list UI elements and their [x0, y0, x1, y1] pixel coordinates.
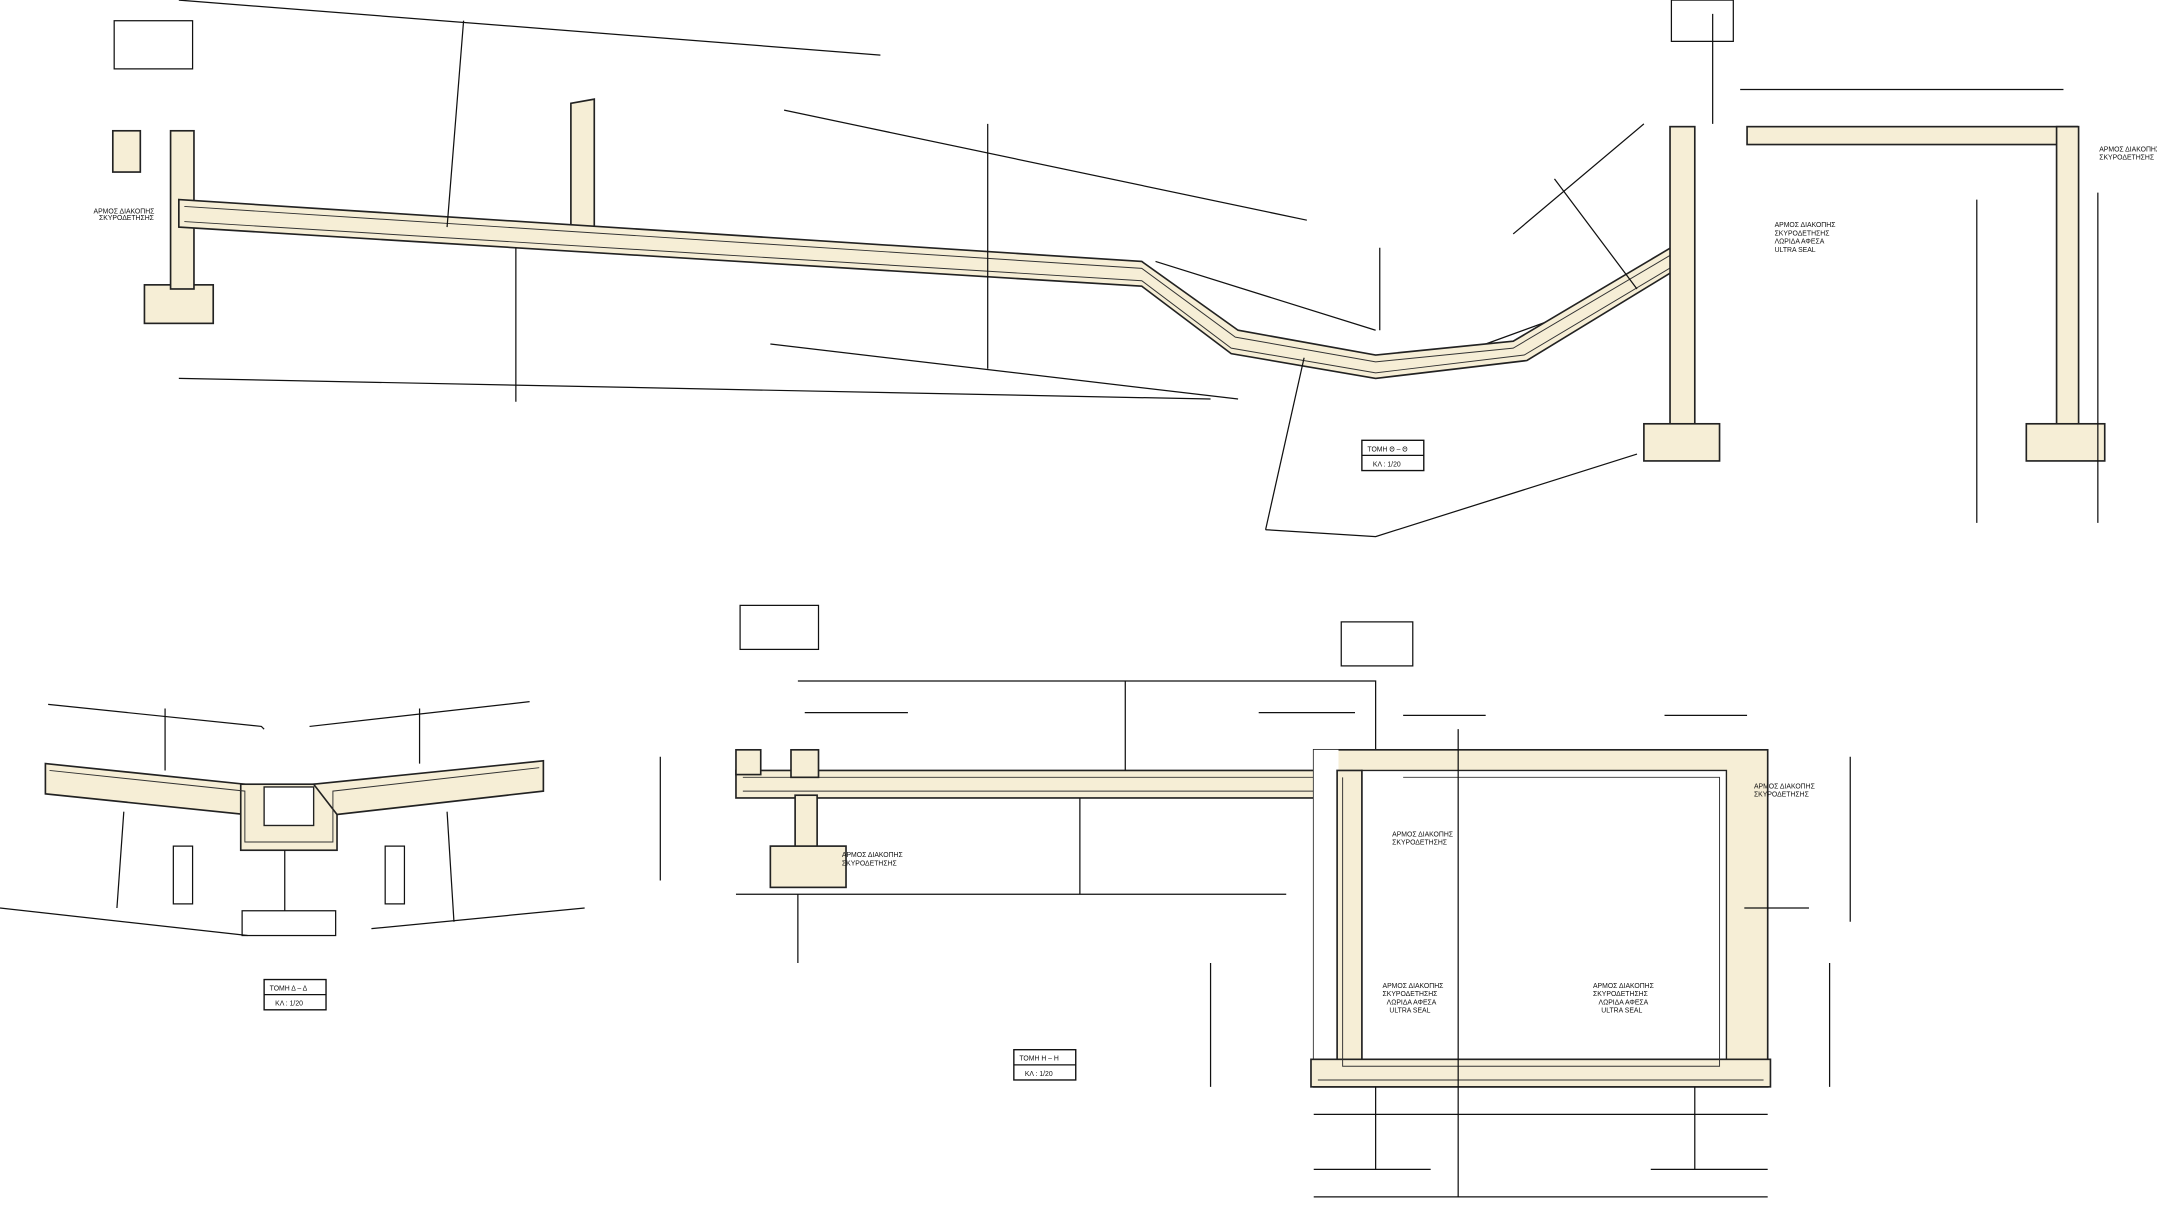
- footing-far-right: [2025, 422, 2106, 462]
- section-scale: ΚΛ : 1/20: [1373, 461, 1401, 468]
- channel-void: [263, 786, 315, 827]
- joint-note: ΣΚΥΡΟΔΕΤΗΣΗΣ: [2099, 155, 2154, 162]
- boundary-line: [178, 0, 1645, 538]
- section-scale: ΚΛ : 1/20: [1025, 1071, 1053, 1078]
- section-eta: ΑΡΜΟΣ ΔΙΑΚΟΠΗΣ ΣΚΥΡΟΔΕΤΗΣΗΣ ΑΡΜΟΣ ΔΙΑΚΟΠ…: [659, 604, 1851, 1198]
- section-title: ΤΟΜΗ Η – Η: [1019, 1056, 1059, 1063]
- section-delta: ΤΟΜΗ Δ – Δ ΚΛ : 1/20: [0, 701, 585, 1011]
- boundary-line: [659, 680, 1851, 1198]
- footing: [769, 845, 847, 889]
- top-block: [1340, 621, 1414, 667]
- joint-note: ΣΚΥΡΟΔΕΤΗΣΗΣ: [842, 860, 897, 867]
- block: [241, 910, 337, 937]
- rebar: [49, 767, 540, 843]
- joint-note: ΑΡΜΟΣ ΔΙΑΚΟΠΗΣ: [1775, 222, 1836, 229]
- seal-note: ULTRA SEAL: [1389, 1008, 1430, 1015]
- joint-note: ΑΡΜΟΣ ΔΙΑΚΟΠΗΣ: [1593, 983, 1654, 990]
- top-block: [739, 604, 820, 651]
- stem: [794, 794, 818, 852]
- top-block: [1670, 0, 1734, 42]
- dimension-line: [797, 681, 1831, 1197]
- seal-note: ΛΩΡΙΔΑ ΑΦΕΣΑ: [1598, 999, 1648, 1006]
- seal-note: ULTRA SEAL: [1601, 1008, 1642, 1015]
- footing-left: [143, 284, 215, 325]
- section-title: ΤΟΜΗ Θ – Θ: [1367, 446, 1407, 453]
- joint-note: ΣΚΥΡΟΔΕΤΗΣΗΣ: [1754, 792, 1809, 799]
- footing-right: [1643, 422, 1721, 462]
- upstand: [790, 748, 820, 779]
- slab-right: [312, 759, 545, 816]
- box-void: [1361, 769, 1728, 1061]
- seal-note: ΛΩΡΙΔΑ ΑΦΕΣΑ: [1387, 999, 1437, 1006]
- slab-top: [735, 769, 1356, 799]
- joint-note: ΣΚΥΡΟΔΕΤΗΣΗΣ: [1593, 991, 1648, 998]
- joint-note: ΑΡΜΟΣ ΔΙΑΚΟΠΗΣ: [1383, 983, 1444, 990]
- joint-note: ΑΡΜΟΣ ΔΙΑΚΟΠΗΣ: [1392, 831, 1453, 838]
- slab-right: [1746, 125, 2079, 146]
- wall-right: [1669, 125, 1696, 431]
- seal-note: ULTRA SEAL: [1775, 247, 1816, 254]
- seal-note: ΛΩΡΙΔΑ ΑΦΕΣΑ: [1775, 239, 1825, 246]
- rebar: [184, 205, 1672, 363]
- joint-note: ΣΚΥΡΟΔΕΤΗΣΗΣ: [1775, 230, 1830, 237]
- upstand-left: [111, 129, 142, 173]
- section-title: ΤΟΜΗ Δ – Δ: [270, 986, 308, 993]
- joint-note: ΣΚΥΡΟΔΕΤΗΣΗΣ: [99, 215, 154, 222]
- block: [172, 845, 194, 905]
- rebar: [1342, 776, 1721, 1067]
- joint-note: ΣΚΥΡΟΔΕΤΗΣΗΣ: [1383, 991, 1438, 998]
- dimension-line: [116, 708, 455, 922]
- joint-note: ΑΡΜΟΣ ΔΙΑΚΟΠΗΣ: [2099, 146, 2157, 153]
- joint-note: ΣΚΥΡΟΔΕΤΗΣΗΣ: [1392, 840, 1447, 847]
- section-scale: ΚΛ : 1/20: [275, 1001, 303, 1008]
- section-theta: ΑΡΜΟΣ ΔΙΑΚΟΠΗΣ ΣΚΥΡΟΔΕΤΗΣΗΣ ΑΡΜΟΣ ΔΙΑΚΟΠ…: [94, 0, 2157, 538]
- joint-note: ΑΡΜΟΣ ΔΙΑΚΟΠΗΣ: [842, 852, 903, 859]
- box-bottom-slab: [1310, 1058, 1772, 1088]
- joint-note: ΑΡΜΟΣ ΔΙΑΚΟΠΗΣ: [1754, 783, 1815, 790]
- box-outer: [1313, 749, 1339, 1060]
- dimension-line: [446, 13, 2099, 530]
- top-block: [113, 20, 194, 70]
- wall-far-right: [2055, 125, 2080, 428]
- block: [384, 845, 406, 905]
- slab-sloped: [178, 198, 1691, 380]
- upstand: [735, 748, 762, 776]
- box-wall-left: [1336, 769, 1363, 1068]
- joint-note: ΑΡΜΟΣ ΔΙΑΚΟΠΗΣ: [94, 208, 155, 215]
- slab-left: [44, 762, 246, 816]
